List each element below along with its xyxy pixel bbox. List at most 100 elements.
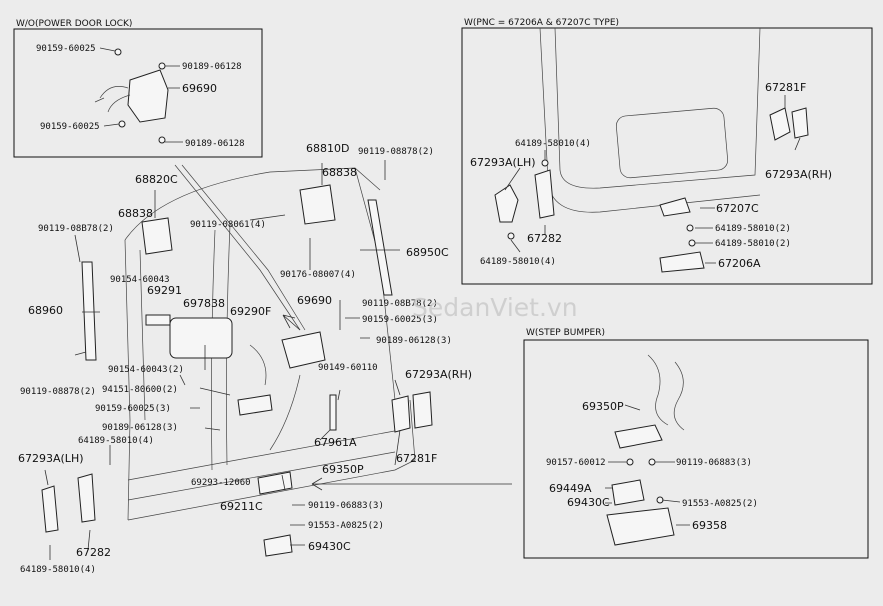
lbl-67282: 67282 — [76, 546, 111, 559]
lbl-91553-a0825-inset: 91553-A0825(2) — [682, 499, 758, 509]
hinge-68810d — [299, 184, 336, 225]
lbl-90159-60025-3-left: 90159-60025(3) — [95, 404, 171, 414]
door-left-edge — [124, 239, 146, 521]
inset-step-bumper-frame — [523, 339, 869, 559]
lbl-69358: 69358 — [692, 519, 727, 532]
cable-69350p — [647, 354, 685, 431]
lbl-67281f: 67281F — [765, 81, 806, 94]
hinge-67281f — [391, 395, 411, 433]
lbl-67293a-lh: 67293A(LH) — [18, 452, 84, 465]
lbl-90189-06128-3-left: 90189-06128(3) — [102, 423, 178, 433]
lbl-69690: 69690 — [182, 82, 217, 95]
lbl-67206a: 67206A — [718, 257, 761, 270]
lbl-64189-58010-2-a: 64189-58010(2) — [715, 224, 791, 234]
lbl-90119-08b78-2-left: 90119-08B78(2) — [38, 224, 114, 234]
lbl-90159-60025-3-top: 90159-60025(3) — [362, 315, 438, 325]
strut-68950c — [367, 199, 393, 296]
lbl-69293-12060: 69293-12060 — [191, 478, 251, 488]
main-door — [41, 160, 512, 560]
lbl-68820c: 68820C — [135, 173, 178, 186]
lbl-90159-60025-top: 90159-60025 — [36, 44, 96, 54]
inset-pnc-type: W(PNC = 67206A & 67207C TYPE) 67281F 641… — [461, 18, 873, 285]
lbl-91553-a0825-2: 91553-A0825(2) — [308, 521, 384, 531]
lbl-69290f: 69290F — [230, 305, 271, 318]
inset-power-door-lock: W/O(POWER DOOR LOCK) 90159-60025 90189-0… — [13, 19, 263, 158]
lbl-69430c-inset: 69430C — [567, 496, 610, 509]
screw-90189-bottom — [158, 136, 166, 144]
pnc-door-outline — [539, 27, 761, 213]
arrow-window — [282, 314, 301, 331]
lbl-90157-60012: 90157-60012 — [546, 458, 606, 468]
lbl-68810d: 68810D — [306, 142, 349, 155]
window-frame-rail — [174, 164, 306, 331]
lbl-68950c: 68950C — [406, 246, 449, 259]
arrow-step-bumper — [311, 477, 512, 491]
bolt-90159-top — [114, 48, 122, 56]
inset-step-bumper: W(STEP BUMPER) 69350P 90157-60012 90119-… — [523, 328, 869, 559]
latch-cables — [249, 344, 301, 451]
hinge-67282 — [534, 169, 555, 219]
door-bottom-panel — [127, 429, 401, 501]
inset-power-door-lock-title: W/O(POWER DOOR LOCK) — [16, 19, 132, 29]
lock-cables — [94, 86, 131, 113]
strut-68960 — [81, 261, 97, 361]
lbl-90119-06883-inset: 90119-06883(3) — [676, 458, 752, 468]
lbl-69449a: 69449A — [549, 482, 592, 495]
lbl-64189-58010-4-top: 64189-58010(4) — [515, 139, 591, 149]
screw-90189-top — [158, 62, 166, 70]
part-67206a — [659, 251, 705, 273]
lbl-90154-60043: 90154-60043 — [110, 275, 170, 285]
hinge-67293a-rh — [412, 391, 433, 429]
lbl-90119-06883-3: 90119-06883(3) — [308, 501, 384, 511]
part-69211c — [257, 471, 293, 495]
bolt-90159-bottom — [118, 120, 126, 128]
hinge-67293a-lh — [494, 184, 519, 223]
pnc-door-inner — [554, 27, 761, 189]
hinge-67293a-lh — [41, 485, 59, 533]
lbl-67281f: 67281F — [396, 452, 437, 465]
lbl-67293a-rh: 67293A(RH) — [405, 368, 472, 381]
lbl-68838-right: 68838 — [322, 166, 357, 179]
lbl-67961a: 67961A — [314, 436, 357, 449]
lbl-69430c: 69430C — [308, 540, 351, 553]
door-bottom-edge — [127, 399, 416, 521]
part-69293 — [237, 394, 273, 416]
door-top-edge — [124, 167, 381, 241]
hinge-67282 — [77, 473, 96, 523]
lbl-69211c: 69211C — [220, 500, 263, 513]
lbl-69690-main: 69690 — [297, 294, 332, 307]
lbl-67282: 67282 — [527, 232, 562, 245]
part-69358 — [606, 507, 675, 546]
part-67207c — [659, 197, 691, 217]
pnc-window — [615, 107, 729, 179]
part-67961a — [329, 394, 337, 431]
lbl-90149-60110: 90149-60110 — [318, 363, 378, 373]
lbl-90119-08061-4: 90119-08061(4) — [190, 220, 266, 230]
main-labels: 68810D 90119-08878(2) 68838 68820C 68838… — [18, 142, 472, 575]
lbl-90189-06128-top: 90189-06128 — [182, 62, 242, 72]
inset-step-bumper-title: W(STEP BUMPER) — [526, 328, 605, 338]
part-69430c — [611, 479, 645, 506]
handle-697838 — [169, 317, 233, 359]
part-69430c — [263, 534, 293, 557]
lbl-64189-58010-2-b: 64189-58010(2) — [715, 239, 791, 249]
lbl-69291: 69291 — [147, 284, 182, 297]
lbl-90176-08007-4: 90176-08007(4) — [280, 270, 356, 280]
lbl-64189-58010-4-b: 64189-58010(4) — [20, 565, 96, 575]
part-69291 — [145, 314, 171, 326]
lbl-90119-08b78-2-right: 90119-08B78(2) — [362, 299, 438, 309]
lbl-90154-60043-2: 90154-60043(2) — [108, 365, 184, 375]
hinge-67293a-rh — [791, 107, 809, 139]
lbl-64189-58010-4-bottom: 64189-58010(4) — [480, 257, 556, 267]
hinge-68820c — [141, 217, 173, 255]
lbl-69350p-inset: 69350P — [582, 400, 624, 413]
bracket-69350p — [614, 424, 663, 449]
lbl-90119-08878-2-left: 90119-08878(2) — [20, 387, 96, 397]
lbl-94151-80600-2: 94151-80600(2) — [102, 385, 178, 395]
lbl-90159-60025-bottom: 90159-60025 — [40, 122, 100, 132]
inset-pnc-type-title: W(PNC = 67206A & 67207C TYPE) — [464, 18, 619, 28]
lbl-90189-06128-3-right: 90189-06128(3) — [376, 336, 452, 346]
lbl-64189-58010-4-a: 64189-58010(4) — [78, 436, 154, 446]
